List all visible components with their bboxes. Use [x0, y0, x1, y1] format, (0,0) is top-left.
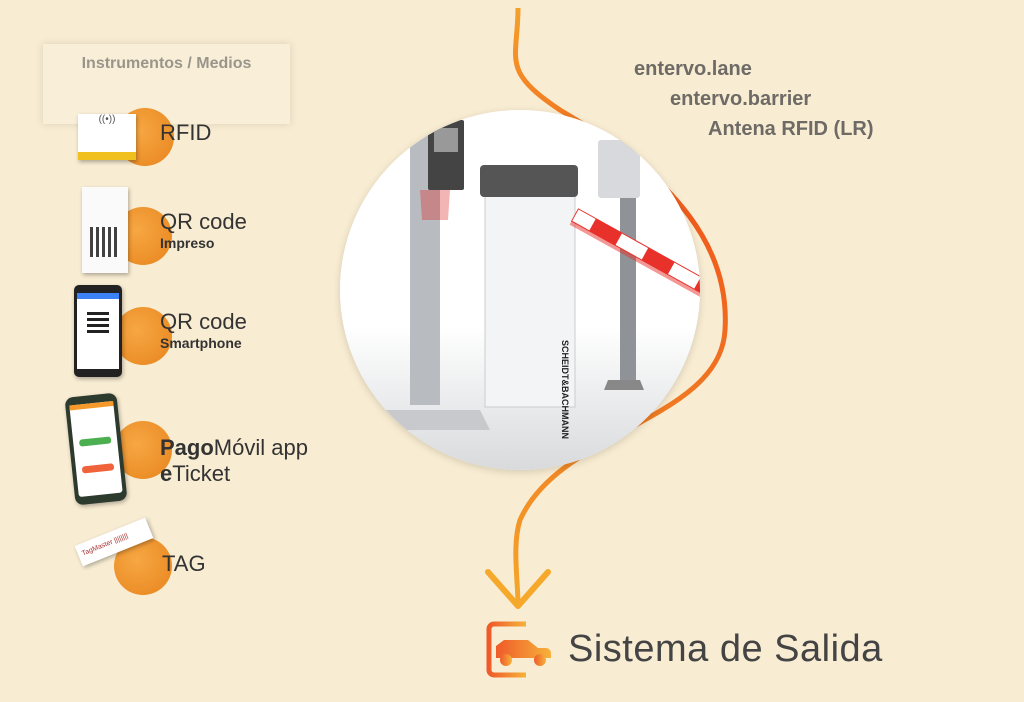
pagomovil-app-icon — [64, 392, 128, 506]
media-panel-header: Instrumentos / Medios — [43, 44, 290, 124]
label-entervo-barrier: entervo.barrier — [670, 88, 812, 110]
equipment-photo: SCHEIDT&BACHMANN — [340, 110, 700, 470]
printed-qr-ticket-icon — [82, 187, 128, 273]
media-item-rfid: ((•)) RFID — [70, 100, 330, 190]
media-label: RFID — [160, 120, 212, 145]
panel-title: Instrumentos / Medios — [81, 55, 252, 72]
smartphone-qr-icon — [74, 285, 122, 377]
media-label: TAG — [162, 551, 206, 576]
brand-label: SCHEIDT&BACHMANN — [560, 340, 570, 439]
label-entervo-lane: entervo.lane — [634, 58, 752, 80]
car-exit-icon — [486, 621, 551, 678]
exit-system-title: Sistema de Salida — [568, 628, 883, 670]
rfid-card-icon: ((•)) — [78, 114, 136, 160]
media-item-tag: TagMaster |||||||| TAG — [70, 515, 330, 605]
label-rfid-antenna: Antena RFID (LR) — [708, 118, 874, 140]
